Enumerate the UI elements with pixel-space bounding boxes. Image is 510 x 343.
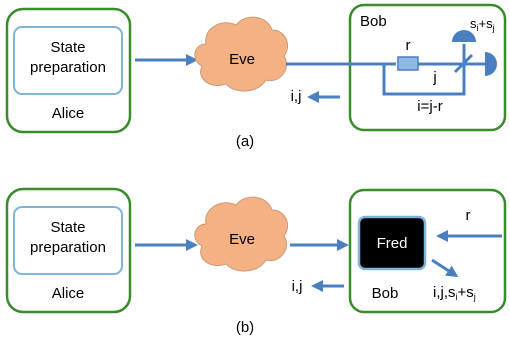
- r-label: r: [466, 207, 471, 224]
- state-preparation-box: [13, 206, 123, 275]
- eve-cloud: [194, 16, 288, 92]
- panel-b: State preparation Alice Eve Fred Bob r i…: [5, 187, 507, 336]
- fred-label: Fred: [377, 235, 408, 252]
- top-detector-icon: [452, 30, 476, 42]
- i-eq-label: i=j-r: [417, 98, 442, 115]
- sum-label: si+sj: [470, 16, 495, 33]
- eve-label: Eve: [229, 51, 255, 68]
- preparation-label: preparation: [30, 239, 106, 256]
- ij-label: i,j: [292, 278, 303, 295]
- state-label: State: [50, 39, 85, 56]
- eve-label: Eve: [229, 231, 255, 248]
- lower-arm: [382, 64, 466, 96]
- alice-label: Alice: [52, 285, 85, 302]
- eve-cloud: [194, 196, 288, 272]
- fred-box: [357, 215, 427, 271]
- state-label: State: [50, 219, 85, 236]
- alice-label: Alice: [52, 105, 85, 122]
- panel-a: State preparation Alice Eve Bob r j si+s…: [5, 3, 507, 150]
- arrow-fred-output: [431, 258, 459, 278]
- ij-label: i,j: [291, 88, 302, 105]
- r-label: r: [406, 37, 411, 54]
- bob-label: Bob: [372, 285, 399, 302]
- modulator-r: [397, 56, 419, 71]
- caption-b: (b): [236, 319, 254, 336]
- j-label: j: [432, 69, 436, 86]
- preparation-label: preparation: [30, 59, 106, 76]
- state-preparation-box: [13, 26, 123, 95]
- right-detector-icon: [485, 52, 497, 76]
- output-label: i,j,si+sj: [433, 284, 476, 302]
- caption-a: (a): [236, 133, 254, 150]
- bob-label: Bob: [360, 13, 387, 30]
